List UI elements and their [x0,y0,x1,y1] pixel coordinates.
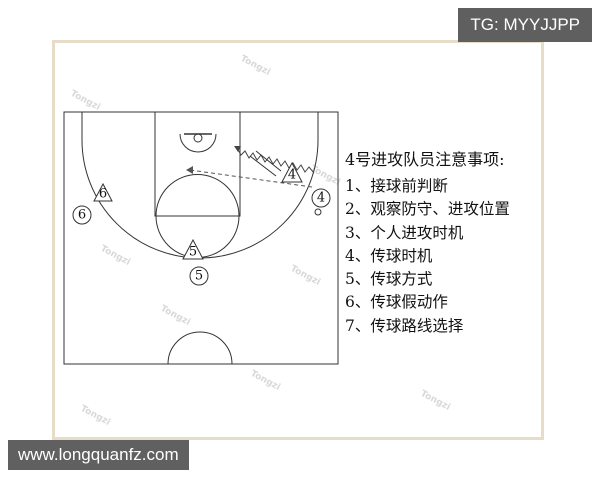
attacker-5-label: 5 [195,269,203,284]
defender-6-label: 6 [99,187,107,202]
svg-text:Tongzi: Tongzi [309,164,342,188]
dashed-pass-arrowhead [186,166,193,174]
dribble-zigzag-path [236,147,315,174]
attacker-4-label: 4 [317,191,325,206]
tg-badge: TG: MYYJJPP [458,8,592,42]
svg-text:Tongzi: Tongzi [289,264,322,288]
svg-text:Tongzi: Tongzi [419,389,452,413]
notes-item: 6、传球假动作 [345,293,448,312]
svg-text:Tongzi: Tongzi [249,369,282,393]
center-circle-half [167,331,233,365]
notes-item: 4、传球时机 [345,246,433,265]
notes-item: 1、接球前判断 [345,177,448,195]
url-badge[interactable]: www.longquanfz.com [8,440,189,470]
diagram-frame [52,40,544,440]
attacker-5-marker: 5 [189,266,209,286]
three-point-arc [81,139,319,259]
free-throw-lane [154,111,241,217]
notes-item: 2、观察防守、进攻位置 [345,200,510,219]
notes-item: 7、传球路线选择 [345,316,464,335]
svg-text:Tongzi: Tongzi [159,304,192,328]
court-boundary [63,111,339,365]
restricted-area-arc [179,133,217,153]
defender-4-label: 4 [288,168,296,183]
defender-6-marker: 6 [93,182,113,202]
basket-rim [193,133,203,143]
svg-text:Tongzi: Tongzi [79,404,112,428]
dribble-arrowhead [234,146,241,152]
notes-list: 1、接球前判断 2、观察防守、进攻位置 3、个人进攻时机 4、传球时机 5、传球… [345,175,545,338]
free-throw-circle-inner [155,174,240,217]
notes-title: 4号进攻队员注意事项: [345,150,505,169]
defender-5-label: 5 [189,245,197,260]
notes-item: 3、个人进攻时机 [345,223,464,242]
svg-text:Tongzi: Tongzi [239,54,272,78]
notes-item: 5、传球方式 [345,270,433,289]
defender-4-marker: 4 [281,161,303,183]
attacker-6-label: 6 [78,208,86,223]
ball-icon [314,208,322,216]
screen-line-2 [255,150,282,172]
defender-5-marker: 5 [182,238,204,260]
svg-text:Tongzi: Tongzi [99,244,132,268]
attacker-4-marker: 4 [311,188,331,208]
svg-text:Tongzi: Tongzi [69,89,102,113]
notes-panel: 4号进攻队员注意事项: 1、接球前判断 2、观察防守、进攻位置 3、个人进攻时机… [345,150,545,338]
attacker-6-marker: 6 [72,205,92,225]
screen-line [249,155,277,177]
